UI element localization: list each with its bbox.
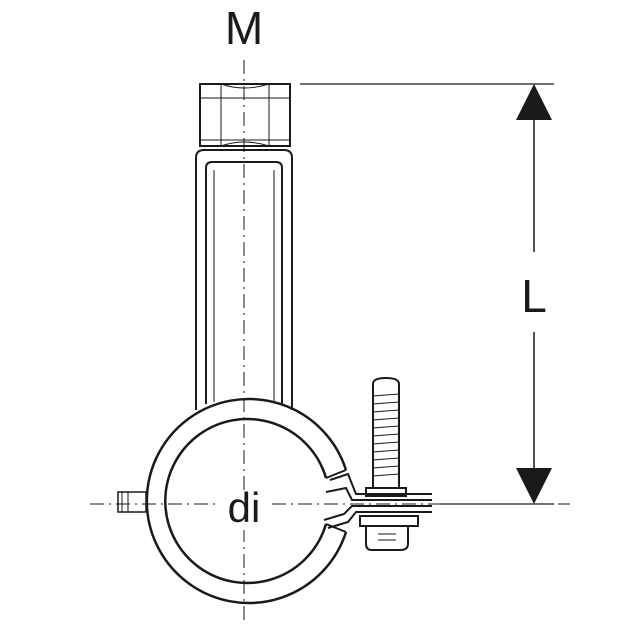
threaded-socket xyxy=(195,149,293,410)
inner-diameter-label: di xyxy=(228,484,261,531)
clamp-tabs xyxy=(323,472,432,529)
left-clip xyxy=(117,491,147,513)
length-label: L xyxy=(521,270,547,322)
hex-nut xyxy=(199,83,291,147)
clamp-ring xyxy=(145,397,348,605)
clamp-screw xyxy=(359,376,419,551)
dimension-arrow-bottom xyxy=(516,468,552,504)
thread-label: M xyxy=(225,2,263,54)
dimension-arrow-top xyxy=(516,84,552,120)
